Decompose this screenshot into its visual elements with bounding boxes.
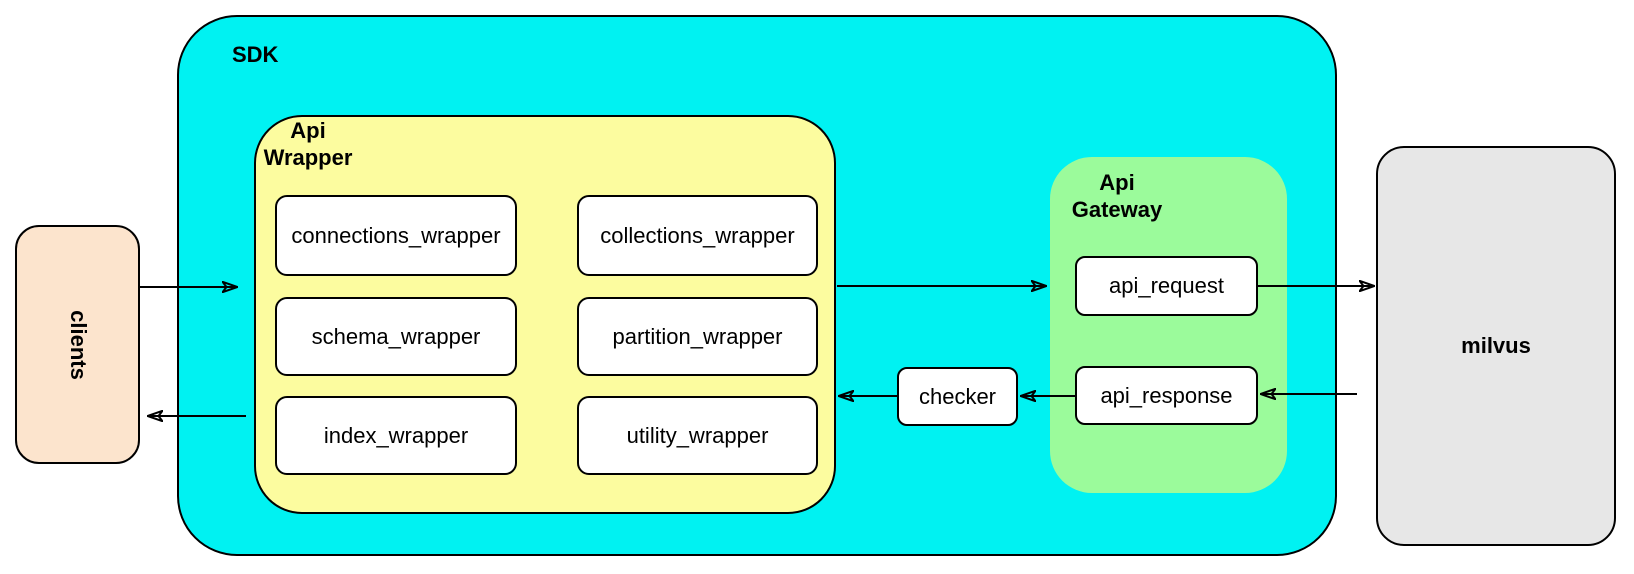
api-gateway-label: Api Gateway <box>1071 170 1163 222</box>
utility-wrapper-node: utility_wrapper <box>577 396 818 475</box>
schema-wrapper-node: schema_wrapper <box>275 297 517 376</box>
index-wrapper-node: index_wrapper <box>275 396 517 475</box>
checker-node: checker <box>897 367 1018 426</box>
partition-wrapper-node: partition_wrapper <box>577 297 818 376</box>
api-request-node: api_request <box>1075 256 1258 316</box>
api-wrapper-label: Api Wrapper <box>263 118 353 170</box>
clients-label: clients <box>65 309 91 380</box>
sdk-label: SDK <box>232 42 279 67</box>
milvus-label: milvus <box>1461 333 1531 358</box>
clients-node: clients <box>15 225 140 464</box>
connections-wrapper-node: connections_wrapper <box>275 195 517 276</box>
api-response-node: api_response <box>1075 366 1258 425</box>
collections-wrapper-node: collections_wrapper <box>577 195 818 276</box>
milvus-node: milvus <box>1376 146 1616 546</box>
api-gateway-container <box>1050 157 1287 493</box>
